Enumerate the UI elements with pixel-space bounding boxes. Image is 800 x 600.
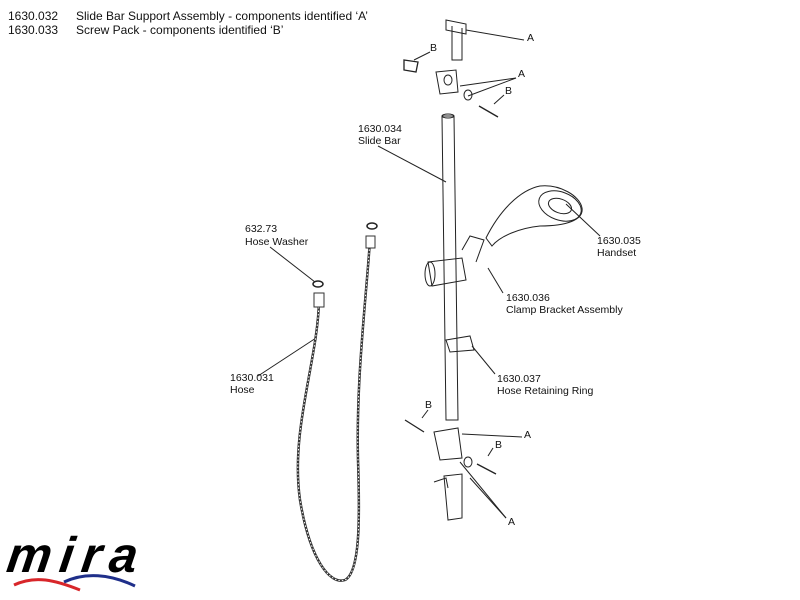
slide-bar-code: 1630.034 [358, 123, 402, 135]
header-desc-1: Slide Bar Support Assembly - components … [76, 9, 368, 23]
slide-bar-shape [441, 113, 459, 421]
label-a: A [518, 68, 526, 80]
mira-logo: mira [4, 527, 142, 592]
label-b: B [425, 399, 433, 411]
hose-washer-code: 632.73 [245, 223, 278, 235]
label-b: B [430, 42, 438, 54]
handset-name: Handset [597, 247, 637, 259]
retaining-ring-shape [445, 335, 475, 353]
leader-lines [257, 29, 601, 519]
clamp-code: 1630.036 [506, 292, 550, 304]
label-a: A [527, 32, 535, 44]
label-b: B [505, 85, 513, 97]
header-code-2: 1630.033 [8, 23, 59, 37]
label-a: A [508, 516, 516, 528]
handset-shape [485, 185, 583, 247]
hose-code: 1630.031 [230, 372, 274, 384]
svg-text:mira: mira [4, 527, 142, 583]
ring-name: Hose Retaining Ring [497, 385, 594, 397]
hose-name: Hose [230, 384, 255, 396]
ring-code: 1630.037 [497, 373, 541, 385]
hose-washer-shape [366, 222, 378, 230]
label-b: B [495, 439, 503, 451]
hose-shape [296, 235, 376, 582]
clamp-name: Clamp Bracket Assembly [506, 304, 623, 316]
hose-washer-shape [312, 280, 324, 288]
slide-bar-name: Slide Bar [358, 135, 401, 147]
screws [403, 59, 499, 475]
label-a: A [524, 429, 532, 441]
header-desc-2: Screw Pack - components identified ‘B’ [76, 23, 284, 37]
handset-code: 1630.035 [597, 235, 641, 247]
bottom-support-bracket [433, 427, 473, 521]
clamp-bracket-shape [424, 235, 485, 287]
top-support-bracket [435, 19, 473, 101]
hose-washer-name: Hose Washer [245, 236, 309, 248]
header-code-1: 1630.032 [8, 9, 59, 23]
